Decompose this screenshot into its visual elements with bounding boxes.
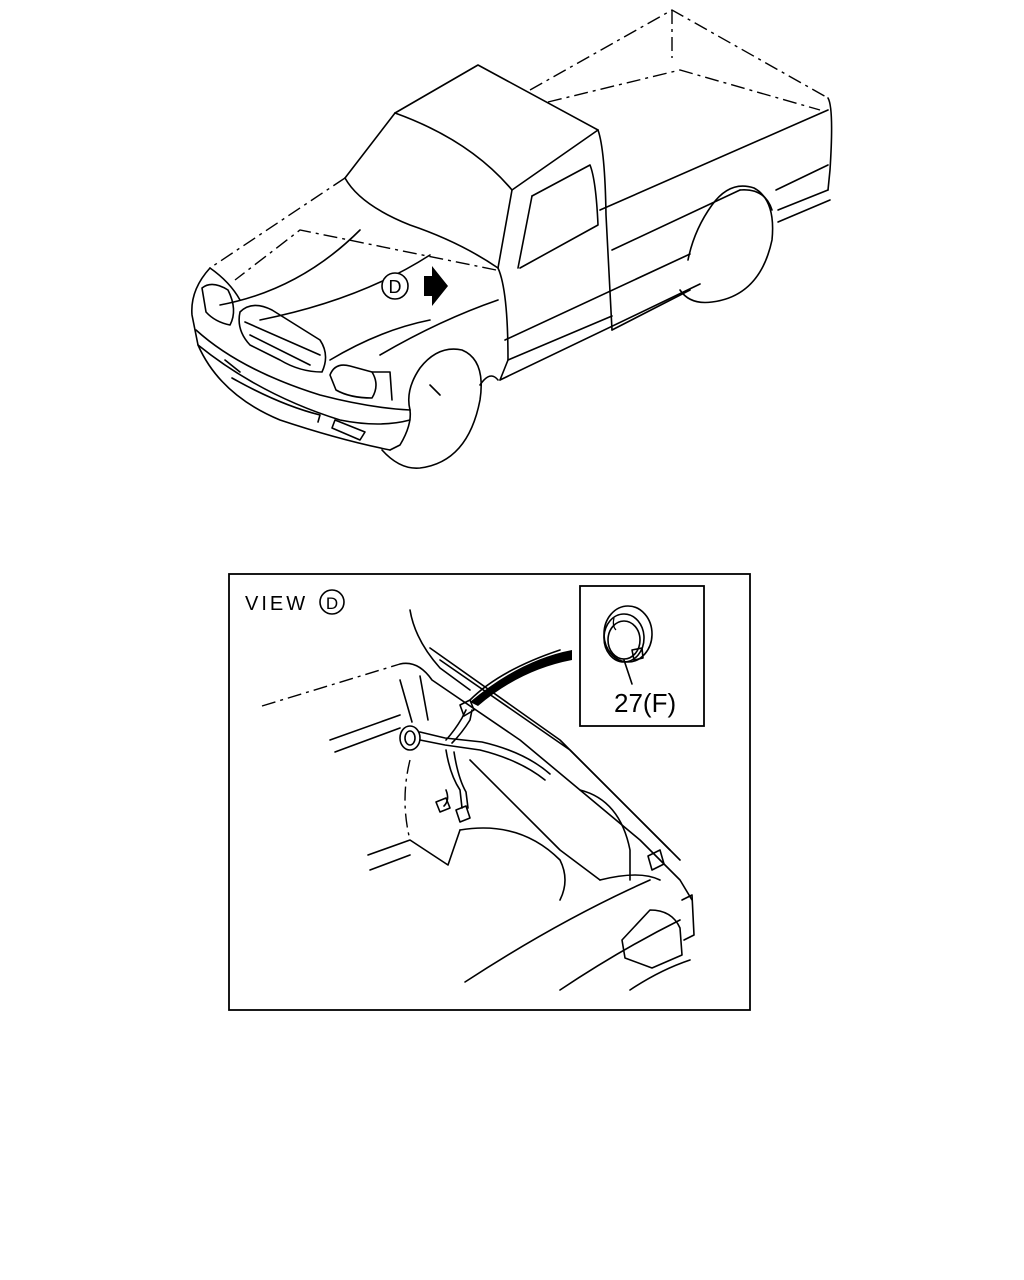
view-label-circle (319, 589, 345, 615)
view-marker-circle (381, 272, 409, 300)
leader-wedge (470, 650, 572, 706)
callout-leader (623, 659, 633, 685)
truck-body (191, 9, 833, 469)
part-callout-label: 27(F) (614, 688, 676, 718)
part-27f-inset: 27(F) (579, 585, 705, 727)
view-label-text: VIEW (245, 593, 308, 615)
view-d-marker-overview: D (381, 266, 448, 306)
view-direction-arrow-icon (424, 266, 448, 306)
detail-view-label: VIEW D (245, 589, 345, 615)
view-marker-letter: D (389, 277, 402, 297)
detail-frame (228, 573, 751, 1011)
engine-bay-drawing (261, 609, 695, 991)
view-label-letter: D (326, 594, 338, 613)
